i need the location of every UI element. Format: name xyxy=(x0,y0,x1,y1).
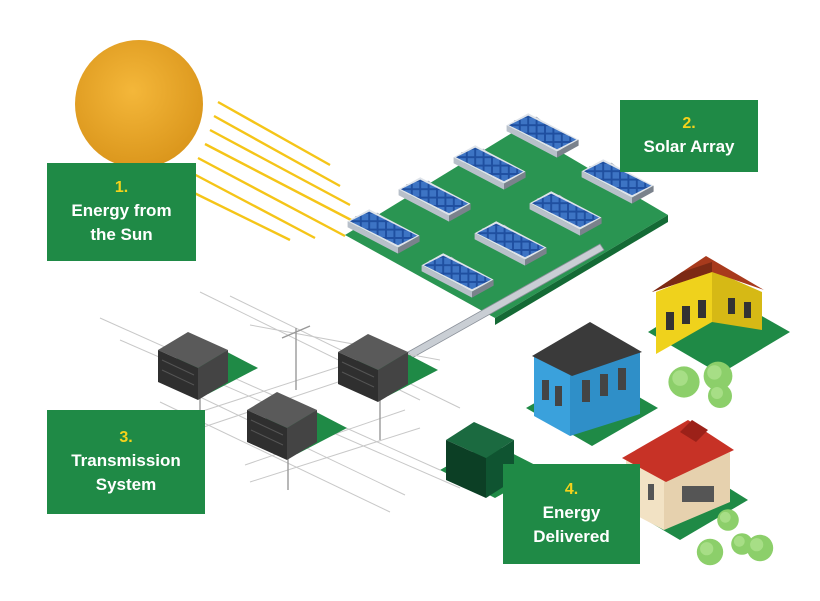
step-1-number: 1. xyxy=(114,179,129,196)
yellow-house xyxy=(648,256,790,374)
blue-house xyxy=(526,322,658,446)
sun-rays xyxy=(179,100,356,242)
step-3-text: Transmission System xyxy=(71,451,181,494)
sun-icon xyxy=(75,40,203,168)
step-3-label: 3. Transmission System xyxy=(47,410,205,514)
step-2-number: 2. xyxy=(682,115,696,132)
step-2-label: 2. Solar Array xyxy=(620,100,758,172)
step-2-text: Solar Array xyxy=(643,137,735,156)
step-3-number: 3. xyxy=(119,429,133,446)
step-4-text: Energy Delivered xyxy=(533,503,610,546)
step-1-label: 1. Energy from the Sun xyxy=(47,163,196,261)
step-4-label: 4. Energy Delivered xyxy=(503,464,640,564)
step-4-number: 4. xyxy=(564,481,579,498)
step-1-text: Energy from the Sun xyxy=(71,201,172,244)
